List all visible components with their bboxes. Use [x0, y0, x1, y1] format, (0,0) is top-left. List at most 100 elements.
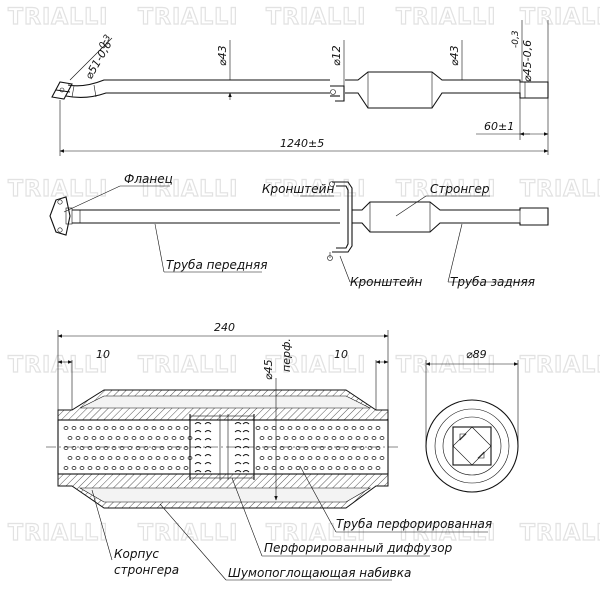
- perforation-hole: [375, 446, 381, 450]
- perforation-hole: [135, 446, 141, 450]
- perforation-hole: [331, 456, 337, 460]
- diffuser-hole: [234, 454, 242, 457]
- perforation-hole: [295, 466, 301, 470]
- perforation-hole: [319, 466, 325, 470]
- watermark: TRIALLI: [8, 177, 108, 202]
- perforation-hole: [275, 436, 281, 440]
- label-body-line1: Корпус: [114, 547, 159, 561]
- perforation-hole: [63, 446, 69, 450]
- label-bracket-top: Кронштейн: [262, 182, 334, 196]
- section-view: 240 10 10 ⌀45 перф.: [46, 321, 400, 509]
- label-resonator: Стронгер: [430, 182, 490, 196]
- diffuser-hole: [242, 470, 250, 473]
- label-perforated-pipe: Труба перфорированная: [336, 517, 492, 531]
- perforation-hole: [159, 426, 165, 430]
- perforation-hole: [143, 466, 149, 470]
- perforation-hole: [139, 456, 145, 460]
- top-view: ⌀51-0,6 -0,3 ⌀43 ⌀12 ⌀43 ⌀45-0,6 -0,3 60…: [51, 20, 549, 156]
- perforation-hole: [179, 456, 185, 460]
- perforation-hole: [327, 426, 333, 430]
- perforation-hole: [175, 426, 181, 430]
- perforation-hole: [111, 466, 117, 470]
- watermark: TRIALLI: [138, 177, 238, 202]
- perforation-hole: [99, 456, 105, 460]
- diffuser-hole: [194, 462, 202, 465]
- perforation-hole: [303, 426, 309, 430]
- perforation-hole: [63, 466, 69, 470]
- perforation-hole: [131, 456, 137, 460]
- mid-bracket: [327, 181, 353, 261]
- perforation-hole: [75, 456, 81, 460]
- perforation-hole: [327, 466, 333, 470]
- mid-rear-pipe: [452, 207, 549, 226]
- perforation-hole: [355, 456, 361, 460]
- label-perforated-diffuser: Перфорированный диффузор: [264, 541, 453, 555]
- perforation-hole: [255, 466, 261, 470]
- perforation-hole: [163, 436, 169, 440]
- perforation-hole: [375, 426, 381, 430]
- perforation-hole: [323, 436, 329, 440]
- watermark: TRIALLI: [8, 521, 108, 546]
- perforation-hole: [335, 466, 341, 470]
- diffuser-hole: [204, 446, 212, 449]
- perforation-hole: [307, 436, 313, 440]
- perforation-hole: [79, 466, 85, 470]
- label-rear-pipe: Труба задняя: [450, 275, 535, 289]
- perforation-hole: [151, 426, 157, 430]
- perforation-hole: [279, 446, 285, 450]
- perforation-hole: [319, 426, 325, 430]
- perforation-hole: [291, 436, 297, 440]
- perforation-hole: [155, 436, 161, 440]
- perforation-hole: [287, 446, 293, 450]
- perforation-hole: [111, 446, 117, 450]
- diffuser-hole: [204, 462, 212, 465]
- dim-tail-tolerance: -0,3: [511, 30, 521, 48]
- diffuser-hole: [204, 430, 212, 433]
- perforation-hole: [175, 446, 181, 450]
- watermark: TRIALLI: [520, 177, 600, 202]
- perforation-hole: [75, 436, 81, 440]
- perforation-hole: [183, 426, 189, 430]
- perforation-hole: [111, 426, 117, 430]
- dim-tail-length: 60±1: [484, 120, 514, 133]
- top-flange: [51, 81, 73, 100]
- perforation-hole: [279, 426, 285, 430]
- diffuser-hole: [242, 454, 250, 457]
- perforation-hole: [115, 456, 121, 460]
- watermark: TRIALLI: [266, 177, 366, 202]
- perforation-hole: [63, 426, 69, 430]
- top-front-pipe: [65, 79, 330, 99]
- perforation-hole: [87, 426, 93, 430]
- perforation-hole: [263, 426, 269, 430]
- perforation-hole: [363, 436, 369, 440]
- perforation-hole: [291, 456, 297, 460]
- perforation-hole: [287, 426, 293, 430]
- perforation-hole: [343, 426, 349, 430]
- perforation-hole: [83, 436, 89, 440]
- top-bracket: [330, 85, 345, 102]
- perforation-hole: [299, 456, 305, 460]
- perforation-hole: [83, 456, 89, 460]
- perforation-hole: [139, 436, 145, 440]
- perforation-hole: [311, 446, 317, 450]
- label-body-line2: стронгера: [114, 563, 179, 577]
- perforation-hole: [127, 426, 133, 430]
- top-rear-pipe: [462, 79, 549, 99]
- perforation-hole: [131, 436, 137, 440]
- diffuser-hole: [194, 422, 202, 425]
- dim-tail-diameter: ⌀45-0,6: [521, 40, 534, 82]
- perforation-hole: [159, 466, 165, 470]
- perforation-hole: [339, 436, 345, 440]
- perforation-hole: [311, 466, 317, 470]
- mid-front-pipe: [72, 209, 340, 224]
- dim-rear-pipe-diameter: ⌀43: [448, 45, 461, 66]
- perforation-hole: [163, 456, 169, 460]
- diffuser-hole: [234, 470, 242, 473]
- perforation-hole: [311, 426, 317, 430]
- diffuser-hole: [234, 446, 242, 449]
- dim-inner-diameter: ⌀45: [262, 359, 275, 380]
- perforation-hole: [71, 426, 77, 430]
- perforation-hole: [143, 446, 149, 450]
- diffuser-hole: [194, 430, 202, 433]
